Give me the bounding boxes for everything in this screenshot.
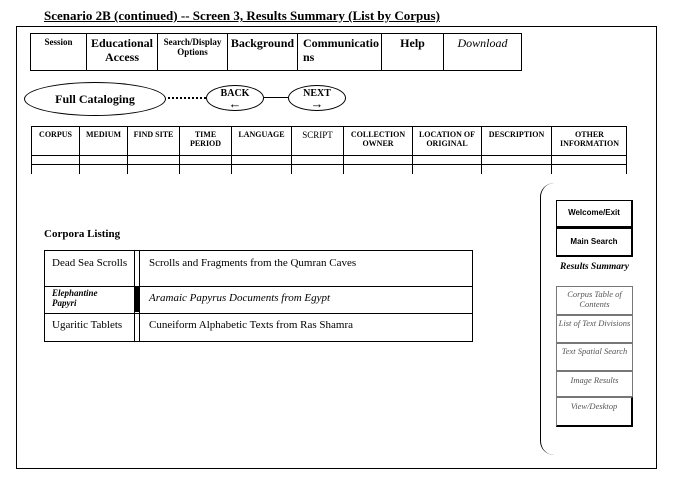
column-header[interactable]: MEDIUM — [79, 126, 127, 174]
corpus-name[interactable]: Ugaritic Tablets — [52, 319, 123, 331]
corpora-listing-label: Corpora Listing — [44, 228, 121, 240]
sidebar-item-view-desktop[interactable]: View/Desktop — [556, 397, 633, 427]
selection-marker — [135, 286, 140, 312]
catalog-header-table: CORPUS MEDIUM FIND SITE TIME PERIOD LANG… — [31, 126, 627, 174]
back-button[interactable]: BACK ← — [206, 85, 264, 111]
next-label: NEXT — [303, 88, 331, 99]
sidebar-bracket — [540, 183, 650, 455]
column-header[interactable]: TIME PERIOD — [179, 126, 231, 174]
sidebar-item-main-search[interactable]: Main Search — [556, 228, 633, 257]
corpus-description[interactable]: Aramaic Papyrus Documents from Egypt — [149, 292, 331, 304]
sidebar-item-welcome-exit[interactable]: Welcome/Exit — [556, 200, 633, 228]
column-header[interactable]: LOCATION OF ORIGINAL — [412, 126, 481, 174]
sidebar-item-text-divisions[interactable]: List of Text Divisions — [556, 315, 633, 343]
arrow-left-icon: ← — [228, 96, 242, 111]
screen-frame — [16, 26, 657, 469]
next-button[interactable]: NEXT → — [288, 85, 346, 111]
column-header[interactable]: COLLECTION OWNER — [343, 126, 412, 174]
column-header[interactable]: SCRIPT — [291, 126, 343, 174]
column-header[interactable]: LANGUAGE — [231, 126, 291, 174]
arrow-right-icon: → — [310, 96, 324, 111]
corpus-name[interactable]: Dead Sea Scrolls — [52, 257, 128, 269]
menu-download[interactable]: Download — [457, 36, 508, 50]
menu-background[interactable]: Background — [228, 34, 298, 70]
corpus-description[interactable]: Scrolls and Fragments from the Qumran Ca… — [149, 257, 357, 269]
menu-educational-access[interactable]: Educational Access — [87, 34, 158, 70]
corpus-name[interactable]: Elephantine Papyri — [52, 288, 98, 308]
menu-search-display-options[interactable]: Search/Display Options — [158, 34, 228, 70]
menu-bar: Session Educational Access Search/Displa… — [30, 33, 522, 71]
sidebar-item-image-results[interactable]: Image Results — [556, 371, 633, 397]
column-header[interactable]: DESCRIPTION — [481, 126, 551, 174]
column-header[interactable]: CORPUS — [31, 126, 79, 174]
column-header[interactable]: FIND SITE — [127, 126, 179, 174]
sidebar-item-results-summary: Results Summary — [560, 262, 629, 272]
nav-connector — [264, 97, 288, 98]
menu-help[interactable]: Help — [382, 34, 444, 70]
full-cataloging-button[interactable]: Full Cataloging — [24, 82, 166, 116]
back-label: BACK — [220, 88, 250, 99]
dotted-connector — [168, 97, 206, 99]
sidebar-item-text-spatial-search[interactable]: Text Spatial Search — [556, 343, 633, 371]
menu-session[interactable]: Session — [31, 34, 87, 70]
page-title: Scenario 2B (continued) -- Screen 3, Res… — [44, 8, 440, 23]
sidebar-item-corpus-toc[interactable]: Corpus Table of Contents — [556, 286, 633, 315]
corpora-table: Dead Sea Scrolls Scrolls and Fragments f… — [44, 250, 473, 342]
corpus-description[interactable]: Cuneiform Alphabetic Texts from Ras Sham… — [149, 319, 354, 331]
menu-communications[interactable]: Communications — [298, 34, 382, 70]
column-header[interactable]: OTHER INFORMATION — [551, 126, 627, 174]
